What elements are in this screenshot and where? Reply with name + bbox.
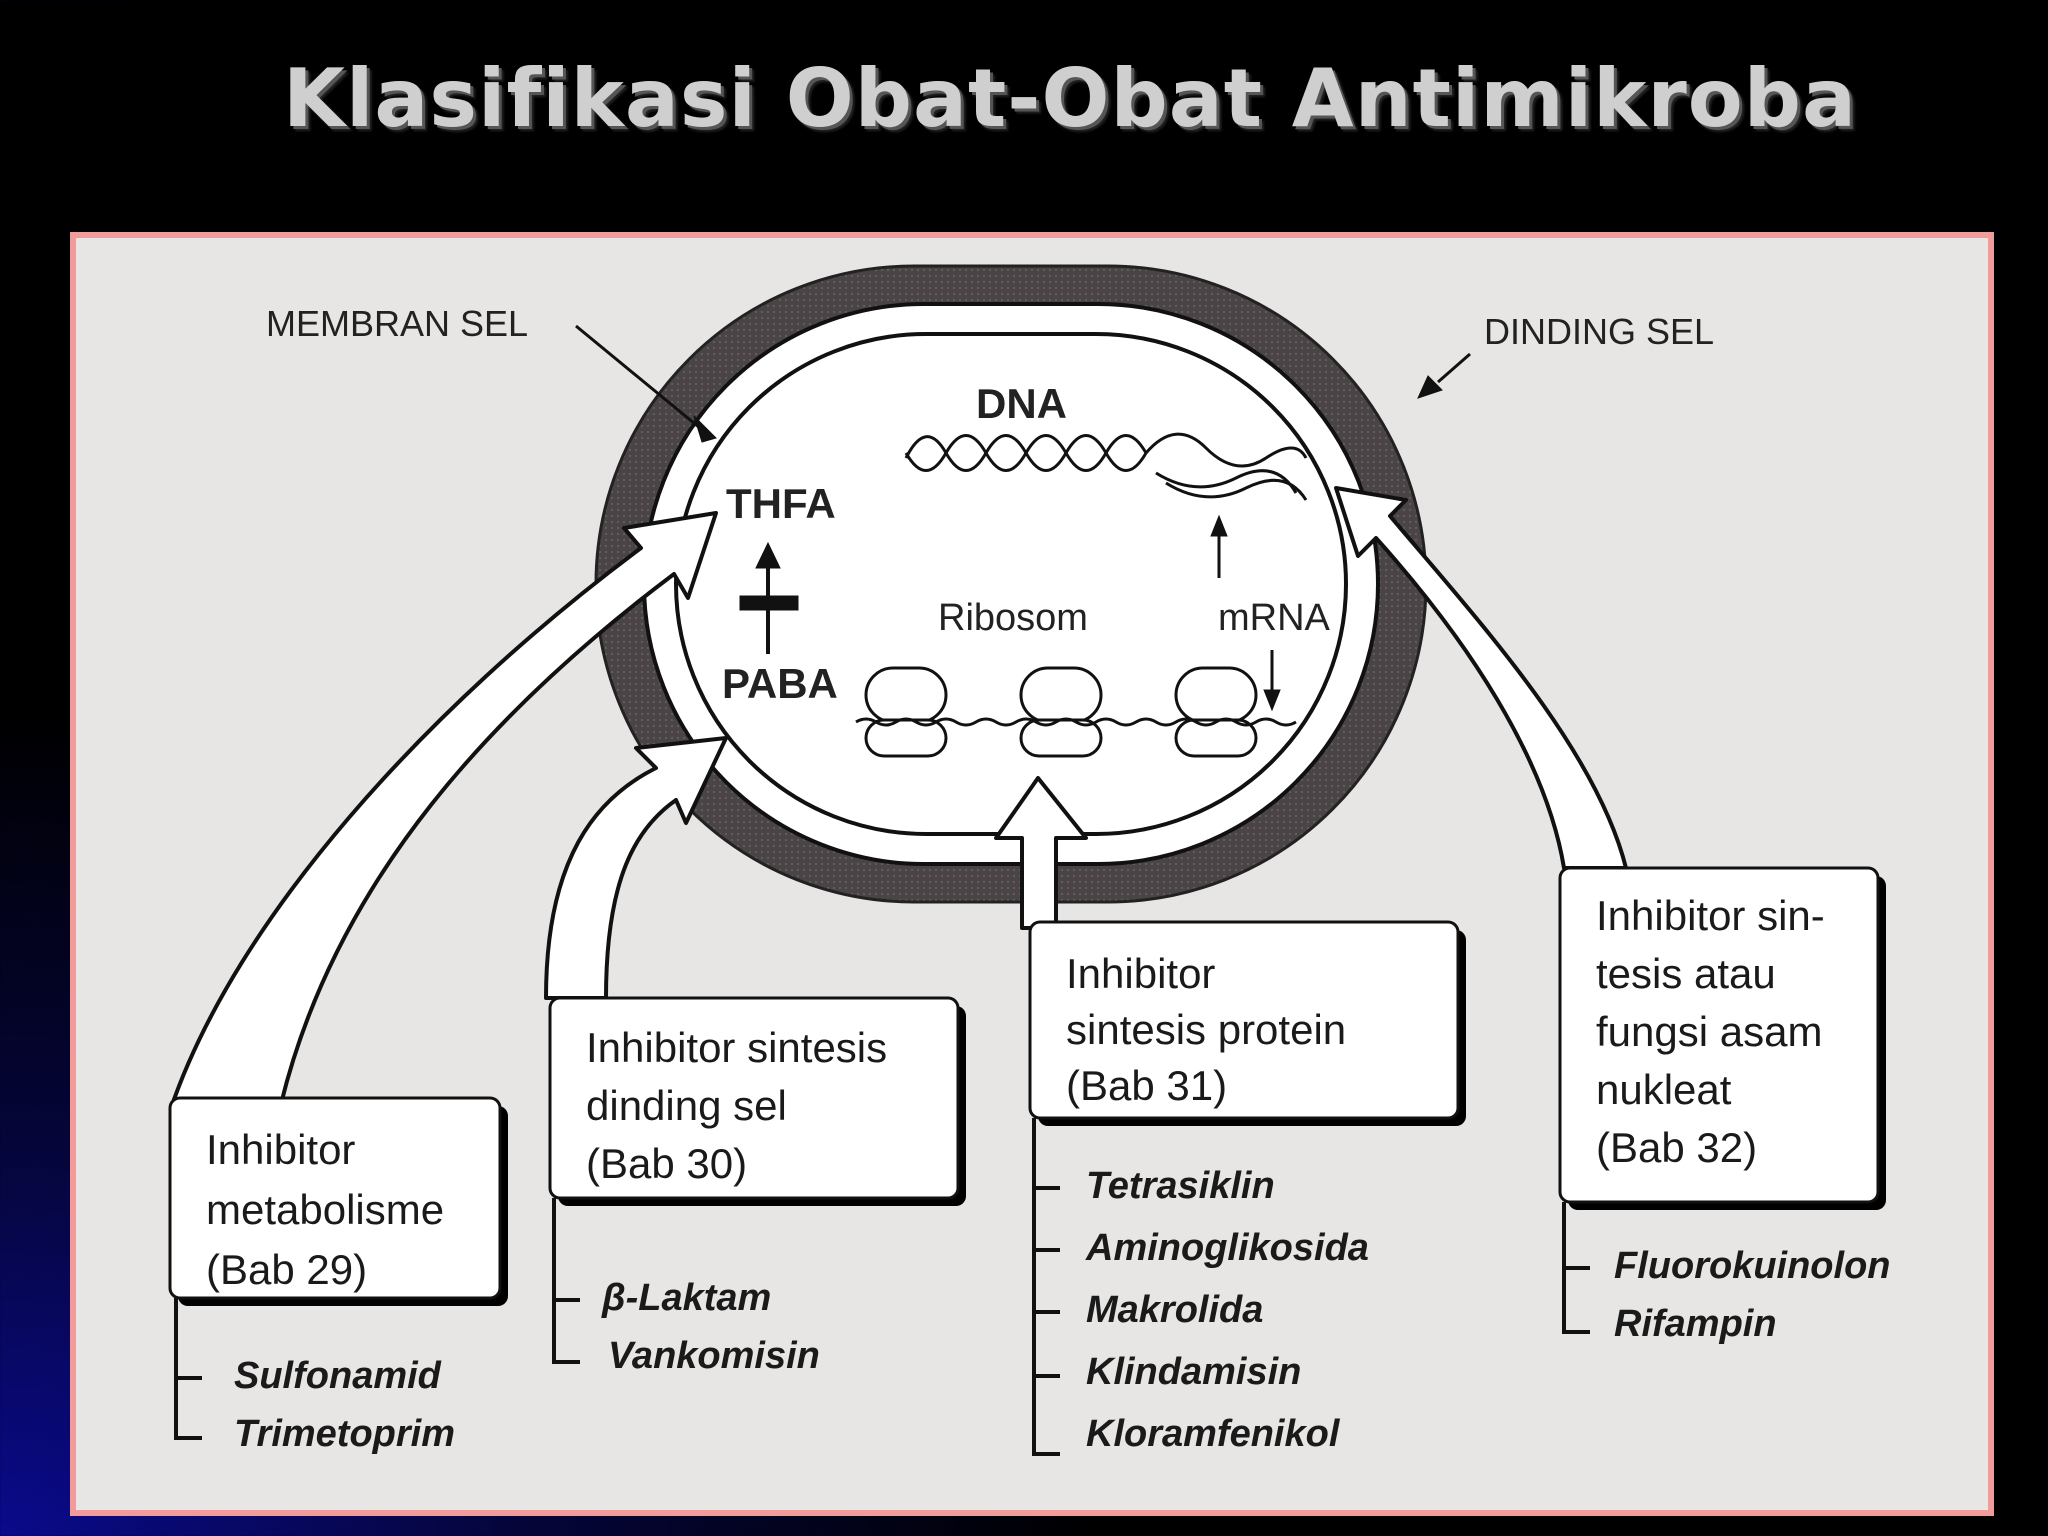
label-ribosom: Ribosom xyxy=(938,597,1088,639)
box-inhibitor-dinding-sel: Inhibitor sintesis dinding sel (Bab 30) … xyxy=(548,996,966,1377)
label-thfa: THFA xyxy=(726,480,836,527)
drug-beta-laktam: β-Laktam xyxy=(601,1277,771,1319)
box3-line3: (Bab 31) xyxy=(1066,1062,1227,1109)
thfa-paba-arrow xyxy=(739,541,799,654)
box3-line2: sintesis protein xyxy=(1066,1006,1346,1053)
drug-vankomisin: Vankomisin xyxy=(608,1335,820,1377)
box4-line1: Inhibitor sin- xyxy=(1596,892,1825,939)
drug-klindamisin: Klindamisin xyxy=(1086,1351,1301,1393)
box2-line2: dinding sel xyxy=(586,1082,787,1129)
ribosomes xyxy=(864,666,1258,758)
arrow-dinding-sel xyxy=(544,736,728,1000)
drug-aminoglikosida: Aminoglikosida xyxy=(1085,1227,1369,1269)
box4-line2: tesis atau xyxy=(1596,950,1776,997)
label-paba: PABA xyxy=(722,660,838,707)
mrna-arrows xyxy=(1210,514,1281,712)
box1-line2: metabolisme xyxy=(206,1186,444,1233)
arrow-asam-nukleat xyxy=(1334,486,1628,870)
box-inhibitor-protein: Inhibitor sintesis protein (Bab 31) Tetr… xyxy=(1028,920,1466,1456)
antimicrobial-diagram: MEMBRAN SEL DINDING SEL DNA THFA PABA Ri… xyxy=(168,264,1891,1456)
slide-title: Klasifikasi Obat-Obat Antimikroba xyxy=(283,52,1857,145)
label-membran-sel: MEMBRAN SEL xyxy=(266,303,528,344)
label-mrna: mRNA xyxy=(1218,597,1331,639)
dna-helix xyxy=(904,432,1308,501)
inhibition-arrows xyxy=(169,486,1628,1110)
label-dna: DNA xyxy=(976,380,1067,427)
drug-kloramfenikol: Kloramfenikol xyxy=(1086,1413,1341,1455)
drug-tetrasiklin: Tetrasiklin xyxy=(1086,1165,1275,1207)
label-pointers xyxy=(575,324,1471,443)
box1-line1: Inhibitor xyxy=(206,1126,355,1173)
drug-rifampin: Rifampin xyxy=(1614,1303,1777,1345)
drug-fluorokuinolon: Fluorokuinolon xyxy=(1614,1245,1891,1287)
box-inhibitor-asam-nukleat: Inhibitor sin- tesis atau fungsi asam nu… xyxy=(1558,866,1891,1345)
box2-line1: Inhibitor sintesis xyxy=(586,1024,887,1071)
label-dinding-sel: DINDING SEL xyxy=(1484,311,1714,352)
drug-sulfonamid: Sulfonamid xyxy=(234,1355,442,1397)
box2-line3: (Bab 30) xyxy=(586,1140,747,1187)
box1-line3: (Bab 29) xyxy=(206,1246,367,1293)
box-inhibitor-metabolisme: Inhibitor metabolisme (Bab 29) Sulfonami… xyxy=(168,1096,508,1455)
drug-trimetoprim: Trimetoprim xyxy=(234,1413,455,1455)
box4-line4: nukleat xyxy=(1596,1066,1732,1113)
box4-line5: (Bab 32) xyxy=(1596,1124,1757,1171)
box4-line3: fungsi asam xyxy=(1596,1008,1822,1055)
diagram-panel: MEMBRAN SEL DINDING SEL DNA THFA PABA Ri… xyxy=(70,232,1994,1516)
mrna-strand xyxy=(855,717,1297,727)
box3-line1: Inhibitor xyxy=(1066,950,1215,997)
arrow-protein xyxy=(994,776,1088,930)
arrow-metabolisme xyxy=(169,511,718,1110)
drug-makrolida: Makrolida xyxy=(1086,1289,1263,1331)
